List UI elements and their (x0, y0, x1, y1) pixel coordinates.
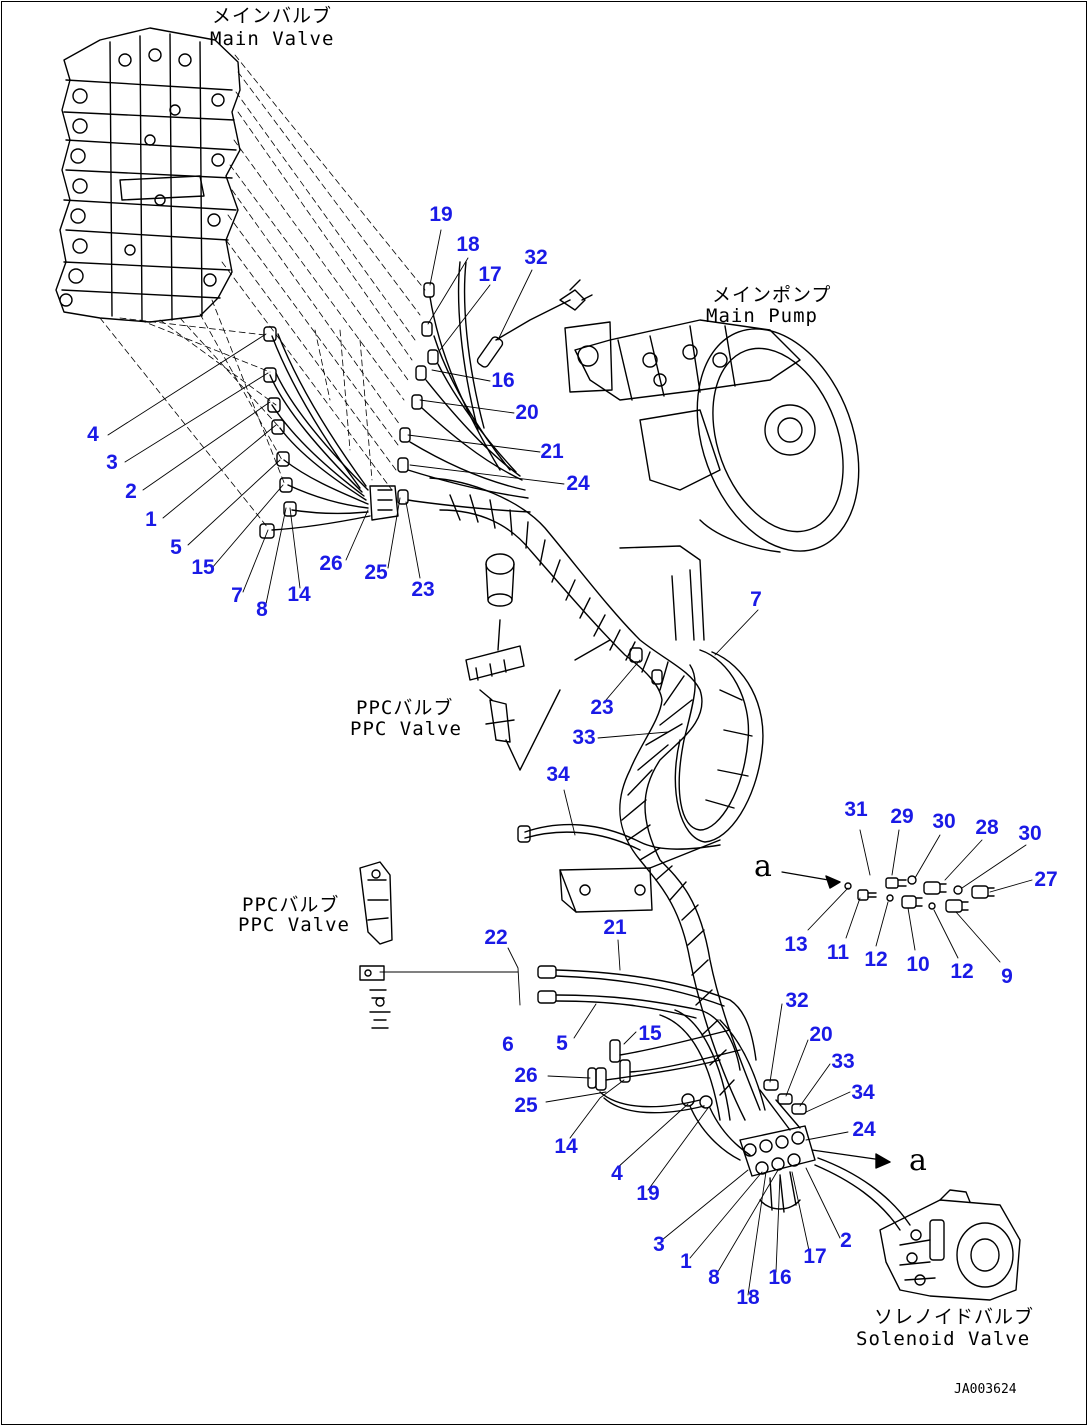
callout-label: 33 (572, 726, 596, 749)
callout-label: 30 (1018, 822, 1042, 845)
spiral-harness (429, 477, 764, 1121)
ppc-valve-2-drawing (359, 861, 519, 1029)
solenoid-valve-drawing (879, 1189, 1021, 1301)
callout-label: 14 (554, 1135, 578, 1158)
callout-label: 14 (287, 583, 311, 606)
callout-label: 4 (87, 423, 99, 446)
callout-label: 10 (906, 953, 930, 976)
callout-label: 12 (950, 960, 974, 983)
callout-label: 19 (429, 203, 453, 226)
callout-label: 27 (1034, 868, 1058, 891)
callout-label: 2 (840, 1229, 852, 1252)
callout-label: 23 (590, 696, 614, 719)
callout-label: 1 (145, 508, 157, 531)
callout-label: 21 (540, 440, 564, 463)
view-a-marker-end: a (909, 1143, 927, 1178)
main-pump-caption-jp: メインポンプ (712, 284, 832, 306)
callout-label: 29 (890, 805, 914, 828)
callout-label: 9 (1001, 965, 1013, 988)
callout-label: 8 (256, 598, 268, 621)
main-valve-drawing (55, 27, 241, 323)
callout-label: 11 (826, 941, 850, 964)
solenoid-valve-caption-jp: ソレノイドバルブ (874, 1306, 1035, 1328)
hose-34 (517, 823, 721, 851)
upper-hose-group (397, 261, 571, 513)
callout-label: 24 (852, 1118, 876, 1141)
callout-label: 13 (784, 933, 808, 956)
routing-leaders-main-valve (99, 54, 426, 529)
frame-bracket (559, 545, 721, 913)
left-hose-bundle (259, 326, 399, 539)
callout-label: 26 (319, 552, 343, 575)
main-valve-caption-en: Main Valve (210, 28, 335, 50)
fittings-detail (781, 871, 995, 913)
solenoid-valve-caption-en: Solenoid Valve (856, 1328, 1031, 1350)
callout-label: 3 (653, 1233, 665, 1256)
callout-label: 18 (736, 1286, 760, 1309)
callout-label: 34 (546, 763, 570, 786)
callout-label: 20 (515, 401, 539, 424)
callout-label: 33 (831, 1050, 855, 1073)
ppc-valve-2-caption-en: PPC Valve (238, 914, 350, 936)
solenoid-connection-block (739, 1079, 911, 1231)
callout-label: 30 (932, 810, 956, 833)
callout-label: 32 (524, 246, 548, 269)
callout-label: 12 (864, 948, 888, 971)
lower-hose-group (537, 965, 766, 1161)
callout-label: 6 (502, 1033, 514, 1056)
view-a-marker-start: a (754, 849, 772, 884)
callout-label: 22 (484, 926, 508, 949)
callout-label: 21 (603, 916, 627, 939)
callout-label: 28 (975, 816, 999, 839)
callout-label: 7 (750, 588, 762, 611)
callout-label: 1 (680, 1250, 692, 1273)
callout-label: 19 (636, 1182, 660, 1205)
ppc-valve-1-caption-jp: PPCバルブ (356, 697, 454, 719)
callout-label: 2 (125, 480, 137, 503)
callout-label: 15 (191, 556, 215, 579)
callout-label: 5 (556, 1032, 568, 1055)
callout-label: 26 (514, 1064, 538, 1087)
callout-label: 25 (364, 561, 388, 584)
callout-label: 16 (491, 369, 515, 392)
callout-leaders (107, 229, 1033, 1296)
main-pump-caption-en: Main Pump (706, 305, 818, 327)
callout-label: 3 (106, 451, 118, 474)
callout-label: 17 (478, 263, 502, 286)
callout-label: 16 (768, 1266, 792, 1289)
main-valve-caption-jp: メインバルブ (212, 5, 333, 27)
callout-label: 32 (785, 989, 809, 1012)
main-pump-drawing (559, 279, 860, 553)
callout-label: 31 (844, 798, 868, 821)
document-id: JA003624 (954, 1382, 1017, 1397)
callout-label: 4 (611, 1162, 623, 1185)
callout-label: 23 (411, 578, 435, 601)
callout-label: 20 (809, 1023, 833, 1046)
callout-label: 18 (456, 233, 480, 256)
callout-label: 25 (514, 1094, 538, 1117)
ppc-valve-2-caption-jp: PPCバルブ (242, 894, 340, 916)
callout-label: 7 (231, 584, 243, 607)
callout-label: 8 (708, 1266, 720, 1289)
ppc-valve-1-caption-en: PPC Valve (350, 718, 462, 740)
callout-label: 34 (851, 1081, 875, 1104)
ppc-valve-1-drawing (465, 553, 611, 771)
callout-label: 24 (566, 472, 590, 495)
callout-label: 17 (803, 1245, 827, 1268)
callout-label: 15 (638, 1022, 662, 1045)
callout-label: 5 (170, 536, 182, 559)
